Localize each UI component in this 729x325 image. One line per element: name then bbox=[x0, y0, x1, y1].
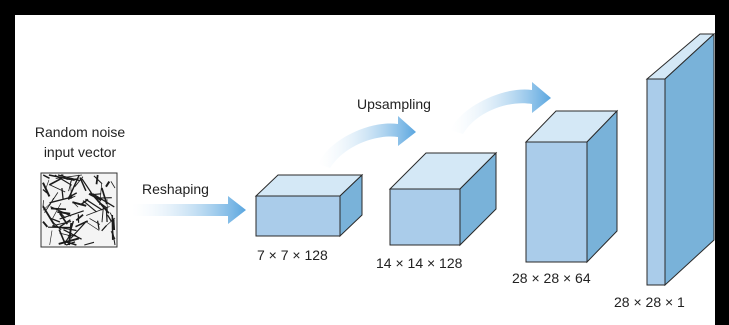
noise-stroke bbox=[61, 188, 64, 200]
noise-stroke bbox=[72, 201, 87, 207]
block-2-dims-label: 14 × 14 × 128 bbox=[376, 255, 463, 271]
noise-stroke bbox=[82, 200, 97, 213]
noise-stroke bbox=[58, 229, 67, 246]
noise-stroke bbox=[49, 184, 66, 193]
noise-stroke bbox=[79, 177, 87, 192]
upsampling-label: Upsampling bbox=[357, 96, 431, 112]
noise-stroke bbox=[70, 222, 86, 239]
noise-stroke bbox=[112, 230, 116, 246]
block-28x28x64 bbox=[524, 109, 619, 264]
noise-stroke bbox=[93, 175, 103, 185]
noise-stroke bbox=[96, 220, 100, 230]
noise-stroke bbox=[50, 206, 72, 217]
noise-stroke bbox=[99, 183, 103, 206]
noise-stroke bbox=[42, 182, 51, 197]
noise-stroke bbox=[74, 176, 84, 188]
block-14x14x128 bbox=[388, 151, 498, 247]
noise-stroke bbox=[105, 208, 108, 223]
noise-stroke bbox=[52, 225, 77, 232]
noise-stroke bbox=[85, 221, 100, 231]
noise-stroke bbox=[42, 203, 51, 211]
block-28x28x1 bbox=[645, 32, 716, 287]
noise-vector-image bbox=[40, 172, 118, 248]
noise-stroke bbox=[52, 221, 62, 231]
noise-stroke bbox=[57, 174, 80, 182]
noise-stroke bbox=[64, 240, 77, 246]
upsampling-arrow-2 bbox=[450, 82, 551, 134]
noise-stroke bbox=[86, 206, 110, 216]
noise-stroke bbox=[52, 202, 62, 219]
noise-stroke bbox=[75, 214, 84, 221]
noise-stroke bbox=[58, 237, 80, 245]
noise-stroke bbox=[42, 204, 46, 210]
noise-stroke bbox=[50, 217, 61, 223]
noise-stroke bbox=[81, 178, 92, 193]
input-label-line2: input vector bbox=[43, 144, 117, 160]
noise-stroke bbox=[42, 174, 50, 179]
noise-stroke bbox=[70, 181, 72, 199]
noise-stroke bbox=[110, 181, 116, 189]
noise-stroke bbox=[105, 181, 111, 188]
reshaping-label: Reshaping bbox=[142, 181, 209, 197]
noise-stroke bbox=[84, 241, 95, 246]
noise-stroke bbox=[50, 207, 67, 211]
noise-stroke bbox=[49, 230, 53, 246]
upsampling-arrow-1 bbox=[318, 116, 416, 168]
noise-stroke bbox=[73, 202, 79, 208]
block-3-dims-label: 28 × 28 × 64 bbox=[512, 270, 591, 286]
noise-stroke bbox=[92, 193, 115, 208]
block-1-dims-label: 7 × 7 × 128 bbox=[257, 247, 328, 263]
noise-stroke bbox=[48, 177, 63, 186]
noise-stroke bbox=[67, 174, 80, 200]
block-4-dims-label: 28 × 28 × 1 bbox=[614, 294, 685, 310]
noise-stroke bbox=[100, 187, 108, 205]
noise-stroke bbox=[59, 210, 84, 220]
noise-stroke bbox=[69, 220, 75, 231]
reshaping-arrow bbox=[132, 196, 246, 224]
noise-stroke bbox=[59, 212, 66, 219]
input-label-line1: Random noise bbox=[34, 124, 126, 140]
noise-stroke bbox=[42, 188, 48, 194]
noise-stroke bbox=[68, 178, 73, 192]
noise-stroke bbox=[89, 218, 101, 225]
noise-stroke bbox=[106, 214, 113, 222]
noise-stroke bbox=[65, 232, 72, 242]
block-7x7x128 bbox=[254, 173, 364, 238]
noise-stroke bbox=[112, 218, 116, 231]
noise-stroke bbox=[48, 174, 75, 182]
noise-stroke bbox=[85, 198, 103, 211]
noise-stroke bbox=[42, 221, 49, 228]
noise-stroke bbox=[49, 196, 73, 204]
